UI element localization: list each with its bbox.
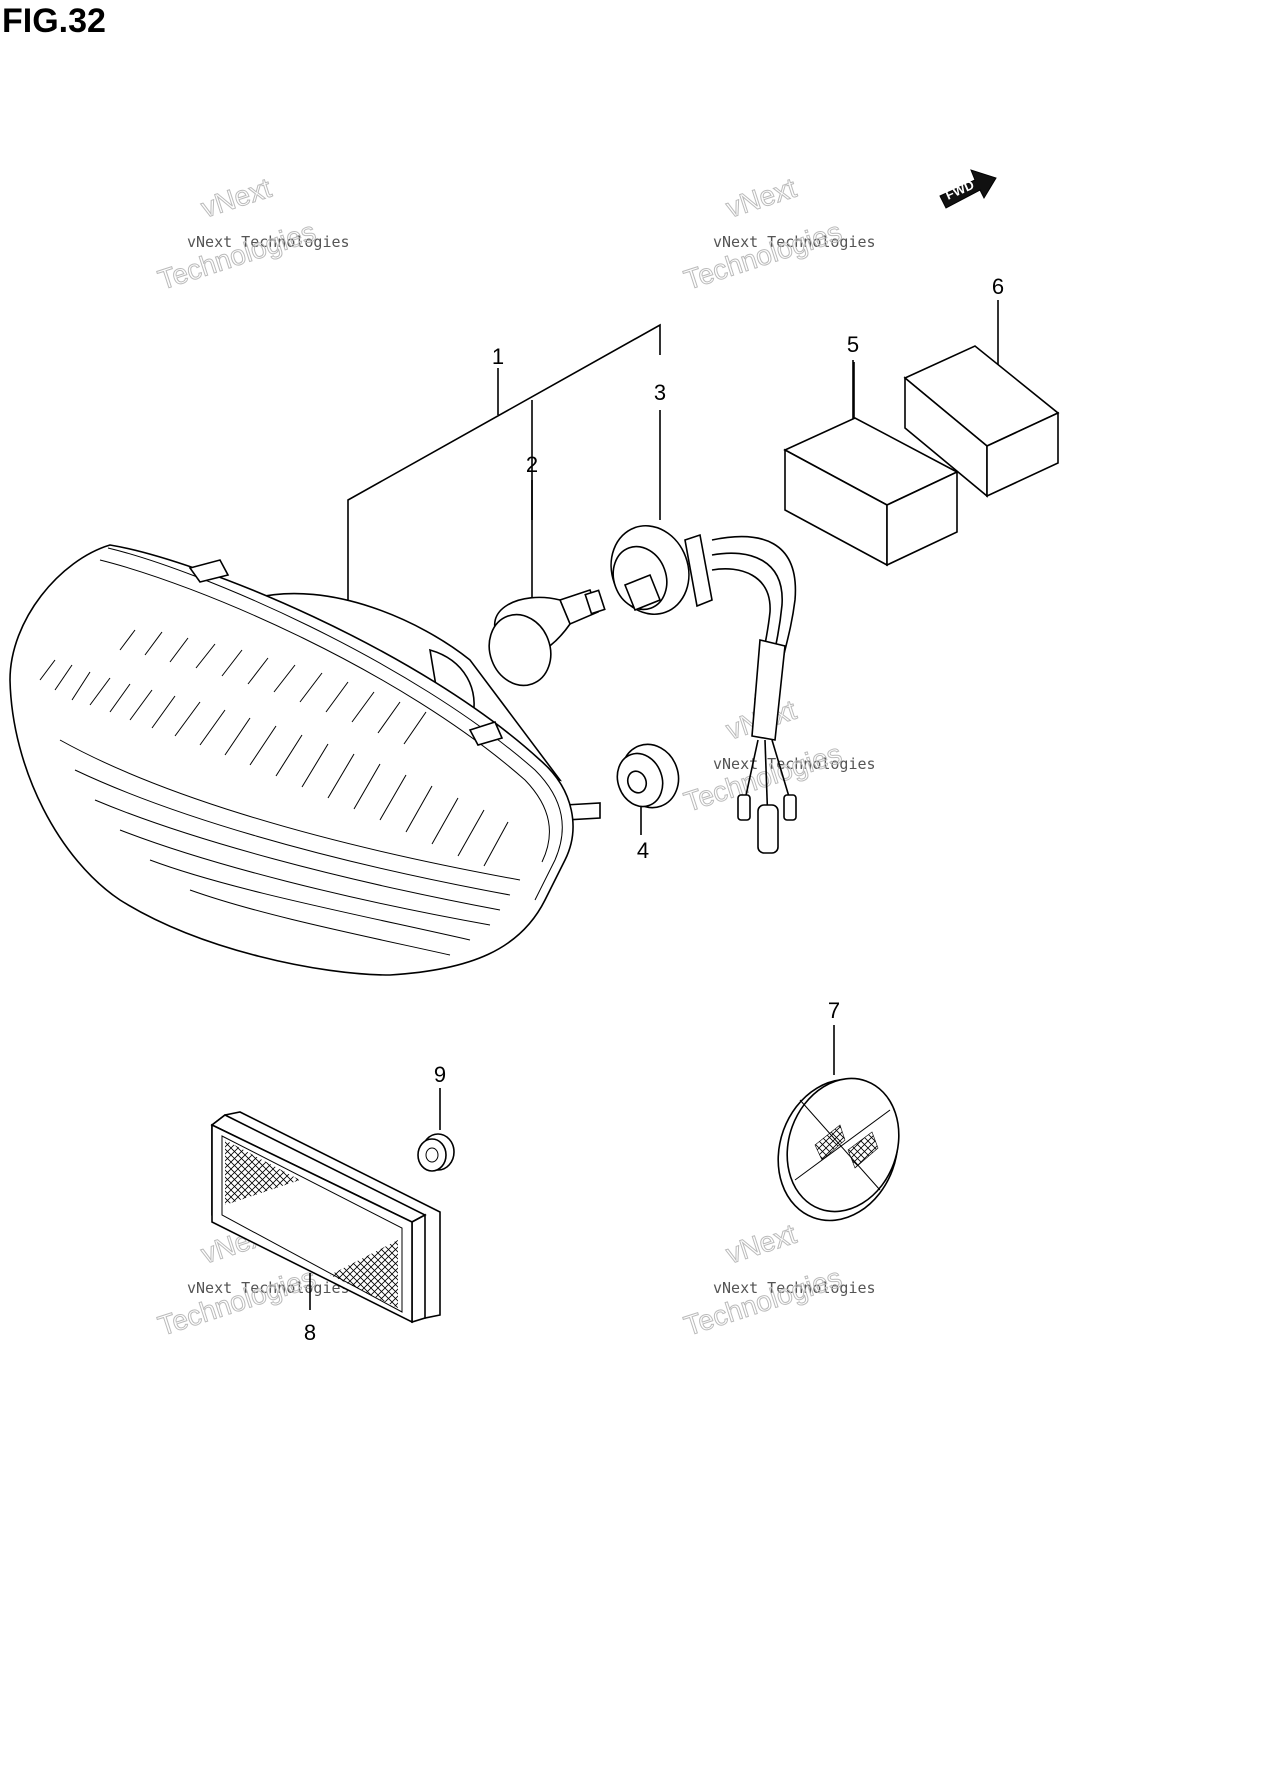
watermark-6: vNext vNext Technologies Technologies (680, 1218, 876, 1343)
part-3-socket-harness (610, 524, 797, 854)
svg-text:Technologies: Technologies (154, 216, 319, 296)
callout-3: 3 (654, 380, 666, 405)
watermark-2: vNext vNext Technologies Technologies (680, 172, 876, 297)
callout-8: 8 (304, 1320, 316, 1345)
svg-text:vNext Technologies: vNext Technologies (713, 233, 876, 251)
svg-text:vNext: vNext (197, 172, 275, 224)
svg-text:Technologies: Technologies (154, 1262, 319, 1342)
part-2-bulb (488, 588, 606, 687)
watermark-1: vNext vNext Technologies Technologies (154, 172, 350, 297)
part-9-nut (417, 1133, 455, 1172)
leader-lines (309, 300, 1001, 1310)
svg-text:vNext Technologies: vNext Technologies (187, 233, 350, 251)
callout-1: 1 (492, 344, 504, 369)
svg-text:vNext Technologies: vNext Technologies (713, 1279, 876, 1297)
part-6-block (903, 345, 1060, 498)
part-1-tail-lamp (9, 544, 601, 976)
callout-7: 7 (828, 998, 840, 1023)
figure-title: FIG.32 (2, 2, 106, 40)
svg-text:vNext: vNext (722, 172, 800, 224)
svg-text:Technologies: Technologies (680, 1262, 845, 1342)
svg-text:vNext Technologies: vNext Technologies (187, 1279, 350, 1297)
part-7-round-reflector (777, 1077, 900, 1222)
part-5-block (783, 417, 959, 567)
svg-text:vNext: vNext (722, 1218, 800, 1270)
fwd-arrow-icon: FWD (939, 169, 997, 209)
part-8-rect-reflector (210, 1111, 441, 1324)
callout-9: 9 (434, 1062, 446, 1087)
callout-4: 4 (637, 838, 649, 863)
callout-6: 6 (992, 274, 1004, 299)
svg-text:Technologies: Technologies (680, 216, 845, 296)
callout-5: 5 (847, 332, 859, 357)
callout-2: 2 (526, 452, 538, 477)
part-4-grommet (616, 743, 680, 809)
